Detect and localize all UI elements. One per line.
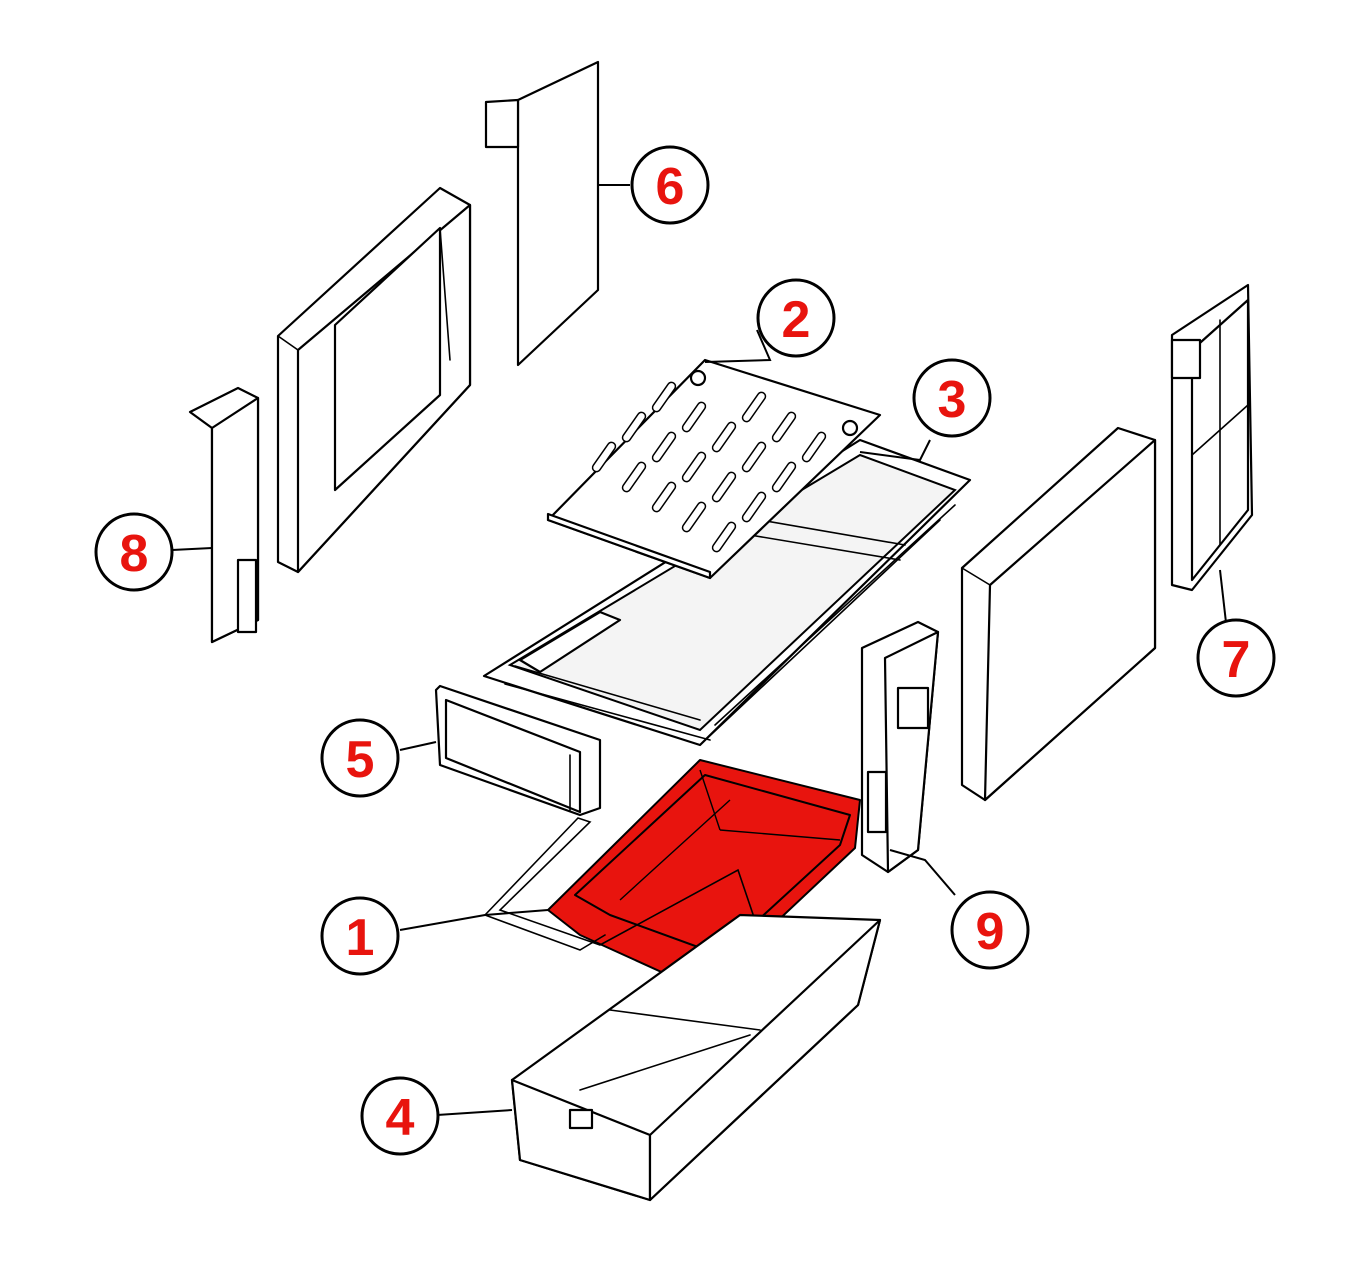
callout-6-label: 6 xyxy=(656,158,685,216)
callout-8-label: 8 xyxy=(120,525,149,583)
callout-7: 7 xyxy=(1196,618,1276,698)
callout-8: 8 xyxy=(94,512,174,592)
callout-2: 2 xyxy=(756,278,836,358)
callout-5: 5 xyxy=(320,718,400,798)
part-8-side-plate[interactable] xyxy=(188,386,260,644)
part-7-grid-panel[interactable] xyxy=(1170,283,1254,592)
left-side-panel[interactable] xyxy=(276,186,472,574)
callout-3: 3 xyxy=(912,358,992,438)
leader-lines xyxy=(171,184,1229,1116)
part-1-firebox-bed-highlighted[interactable] xyxy=(547,759,861,986)
callout-1-label: 1 xyxy=(346,909,375,967)
part-5-baffle-plate[interactable] xyxy=(434,684,602,817)
callout-3-label: 3 xyxy=(938,371,967,429)
callout-2-label: 2 xyxy=(782,291,811,349)
callout-9: 9 xyxy=(950,890,1030,970)
right-side-panel[interactable] xyxy=(960,426,1157,802)
callout-7-label: 7 xyxy=(1222,631,1251,689)
part-4-ash-pan[interactable] xyxy=(510,913,882,1202)
grate-slots xyxy=(591,381,827,553)
part-2-grate-plate[interactable] xyxy=(546,358,882,580)
callout-6: 6 xyxy=(630,145,710,225)
callout-4-label: 4 xyxy=(386,1089,415,1147)
callout-5-label: 5 xyxy=(346,731,375,789)
callout-4: 4 xyxy=(360,1076,440,1156)
callout-1: 1 xyxy=(320,896,400,976)
callout-9-label: 9 xyxy=(976,903,1005,961)
part-9-side-plate[interactable] xyxy=(860,620,940,874)
part-6-back-plate[interactable] xyxy=(484,60,600,367)
part-3-grate-frame[interactable] xyxy=(482,438,972,747)
